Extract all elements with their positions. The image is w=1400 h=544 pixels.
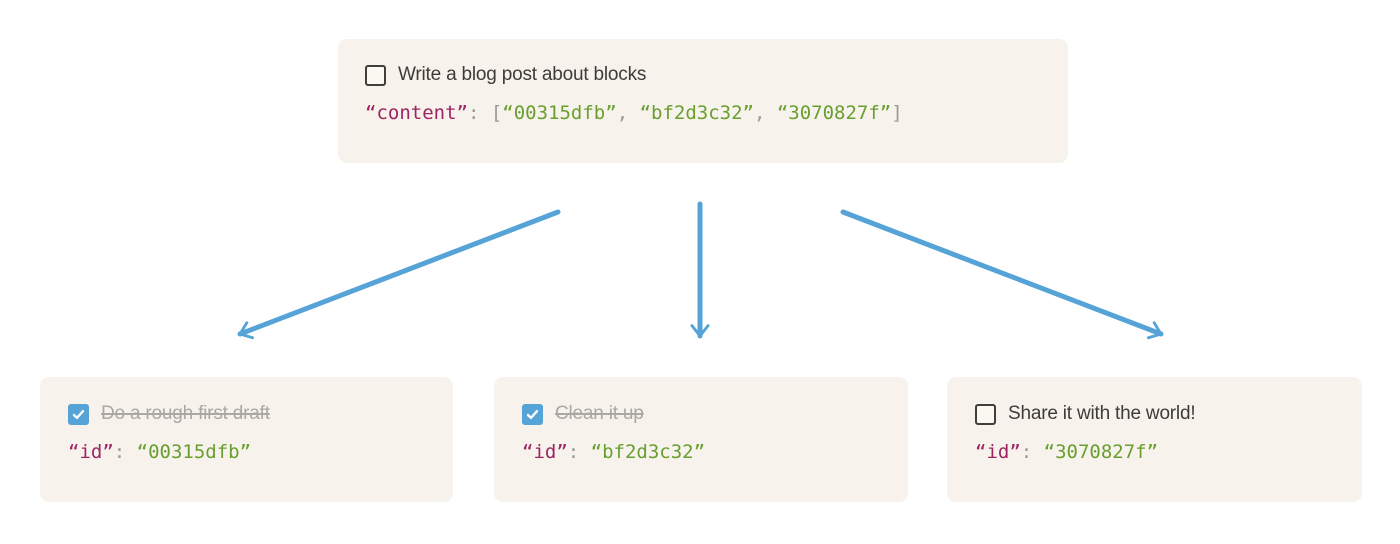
- json-id-value: “bf2d3c32”: [590, 441, 706, 463]
- todo-row: Do a rough first draft: [68, 403, 425, 425]
- checkmark-icon: [72, 409, 85, 419]
- block-json-id: “id”: “00315dfb”: [68, 441, 425, 464]
- todo-checkbox[interactable]: [68, 403, 89, 425]
- json-id-value: “00315dfb”: [136, 441, 252, 463]
- json-id-value: “00315dfb”: [502, 102, 617, 124]
- json-colon: :: [567, 441, 591, 463]
- json-key: “id”: [522, 441, 568, 463]
- json-colon: :: [1020, 441, 1044, 463]
- todo-checkbox[interactable]: [522, 403, 543, 425]
- block-json-id: “id”: “3070827f”: [975, 441, 1334, 464]
- json-bracket-open: [: [490, 102, 503, 124]
- json-comma: ,: [753, 102, 777, 124]
- json-key: “content”: [365, 102, 468, 124]
- block-json-id: “id”: “bf2d3c32”: [522, 441, 880, 464]
- parent-block-card: Write a blog post about blocks “content”…: [338, 39, 1068, 163]
- child-block-card-1: Do a rough first draft “id”: “00315dfb”: [40, 377, 453, 502]
- todo-label: Write a blog post about blocks: [398, 64, 647, 85]
- todo-checkbox[interactable]: [975, 403, 996, 425]
- checkmark-icon: [526, 409, 539, 419]
- arrow-to-child-3: [840, 209, 1164, 340]
- json-colon: :: [467, 102, 491, 124]
- todo-checkbox[interactable]: [365, 64, 386, 86]
- child-block-card-3: Share it with the world! “id”: “3070827f…: [947, 377, 1362, 502]
- json-key: “id”: [975, 441, 1021, 463]
- json-bracket-close: ]: [891, 102, 903, 124]
- arrow-to-child-1: [237, 209, 561, 340]
- todo-label: Clean it up: [555, 403, 644, 424]
- todo-row: Share it with the world!: [975, 403, 1334, 425]
- todo-label: Share it with the world!: [1008, 403, 1196, 424]
- todo-label: Do a rough first draft: [101, 403, 270, 424]
- json-colon: :: [113, 441, 137, 463]
- todo-row: Clean it up: [522, 403, 880, 425]
- json-comma: ,: [616, 102, 640, 124]
- block-json-content: “content”: [“00315dfb”, “bf2d3c32”, “307…: [365, 102, 1041, 125]
- json-key: “id”: [68, 441, 114, 463]
- child-block-card-2: Clean it up “id”: “bf2d3c32”: [494, 377, 908, 502]
- json-id-value: “3070827f”: [776, 102, 892, 124]
- json-id-value: “bf2d3c32”: [639, 102, 754, 124]
- todo-row: Write a blog post about blocks: [365, 64, 1041, 86]
- json-id-value: “3070827f”: [1043, 441, 1159, 463]
